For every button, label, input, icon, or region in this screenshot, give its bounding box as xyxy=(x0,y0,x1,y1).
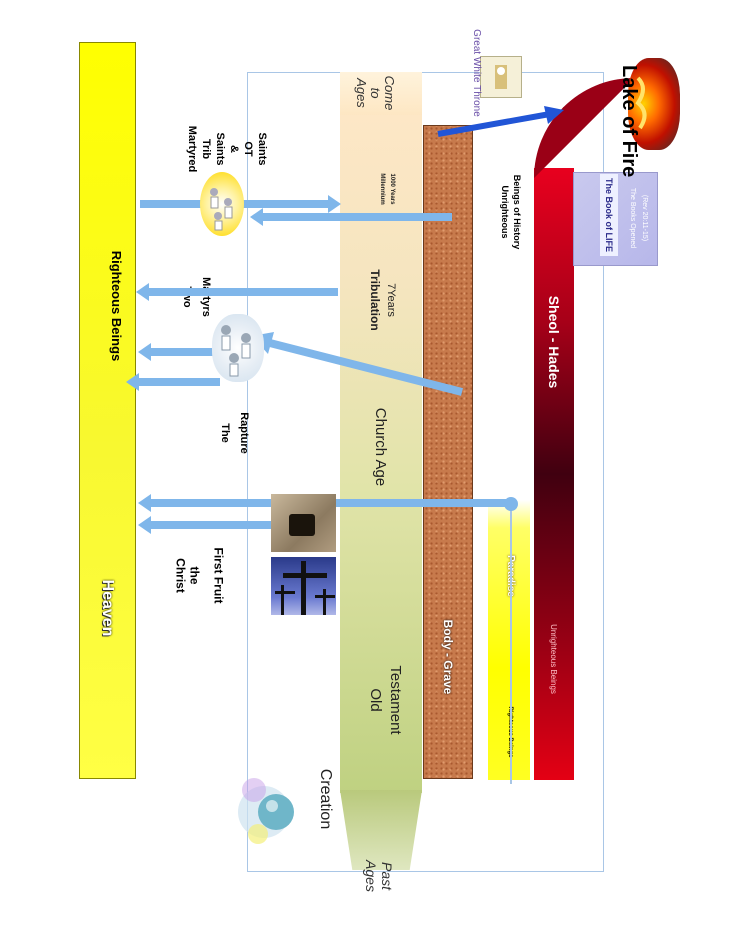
christ-label-3: First Fruit xyxy=(211,547,226,604)
old-testament-label-2: Testament xyxy=(387,665,404,735)
martyred-label-2: Trib xyxy=(200,138,212,160)
rapture-image xyxy=(212,314,264,382)
book-of-life-label: The Book of LIFE xyxy=(600,174,618,256)
books-opened-label-2: (Rev 20:11-15) xyxy=(641,194,648,242)
arrow-christ-2 xyxy=(138,516,272,534)
fire-icon xyxy=(635,76,647,130)
throne-arrow xyxy=(437,106,564,137)
globe-icon xyxy=(238,778,294,844)
people-icon xyxy=(221,325,251,377)
diagram-frame xyxy=(247,72,604,872)
martyred-label-3: Saints xyxy=(214,132,226,166)
martyred-label-5: OT xyxy=(242,141,254,157)
church-age-label: Church Age xyxy=(372,407,389,487)
timeline-body xyxy=(340,115,422,793)
unrighteous-beings-label-1: Unrighteous xyxy=(500,185,510,239)
crosses-image xyxy=(271,557,336,615)
unrighteous-beings-label-2: Beings of History xyxy=(512,174,522,250)
martyred-label-6: Saints xyxy=(256,132,268,166)
millennium-label-1: Millennium xyxy=(379,173,385,205)
sheol-hades-band xyxy=(534,168,574,780)
rapture-diagonal-arrow xyxy=(252,332,463,396)
ages-past-label-2: Past xyxy=(379,861,395,890)
body-grave-label: Body - Grave xyxy=(441,619,455,695)
arrow-martyred-head xyxy=(328,195,341,213)
righteous-beings-label: Righteous Beings xyxy=(109,250,124,362)
christ-label-2: the xyxy=(187,566,202,585)
timeline-top xyxy=(340,72,422,117)
timeline-bottom xyxy=(340,790,422,870)
rapture-label-1: The xyxy=(219,423,231,443)
arrow-rapture-1 xyxy=(138,343,230,361)
lake-of-fire-image xyxy=(628,58,680,150)
arrow-rapture-2 xyxy=(126,373,220,391)
martyred-label-4: & xyxy=(228,145,240,153)
empty-tomb-image xyxy=(271,494,336,552)
paradise-band xyxy=(488,500,530,780)
rapture-label-2: Rapture xyxy=(238,412,250,454)
tomb-opening xyxy=(289,514,315,536)
paradise-connector-line xyxy=(510,504,512,784)
creation-globe xyxy=(234,772,334,852)
cross-icon xyxy=(275,561,335,615)
millennium-label-2: 1000 Years xyxy=(389,173,395,205)
two-martyrs-label-2: Martyrs xyxy=(200,277,212,317)
heaven-label: Heaven xyxy=(99,579,116,637)
unrighteous-beings-small-label: Unrighteous Beings xyxy=(549,624,558,694)
books-opened-label-1: The Books Opened xyxy=(629,187,636,249)
sheol-hades-label: Sheol - Hades xyxy=(546,295,562,389)
saints-icon xyxy=(210,188,233,231)
martyred-label-1: Martyred xyxy=(186,125,198,173)
lake-of-fire-label: Lake of Fire xyxy=(618,65,640,178)
great-white-throne-image xyxy=(480,56,522,98)
arrow-millennium xyxy=(250,208,452,226)
paradise-connector-dot xyxy=(504,497,518,511)
ages-to-come-label-2: to xyxy=(368,87,383,99)
creation-label: Creation xyxy=(317,768,334,830)
body-grave-band xyxy=(423,125,473,779)
heaven-band xyxy=(79,42,136,779)
ages-to-come-label-1: Ages xyxy=(354,78,369,108)
christ-label-1: Christ xyxy=(173,558,188,593)
two-martyrs-label-1: Two xyxy=(181,286,193,308)
old-testament-label-1: Old xyxy=(367,688,384,712)
martyred-saints-image xyxy=(200,172,244,236)
throne-icon xyxy=(495,65,507,89)
arrow-two-martyrs xyxy=(136,283,338,301)
ages-past-label-1: Ages xyxy=(363,860,379,892)
great-white-throne-label: Great White Throne xyxy=(471,29,482,117)
ages-to-come-label-3: Come xyxy=(382,75,397,111)
